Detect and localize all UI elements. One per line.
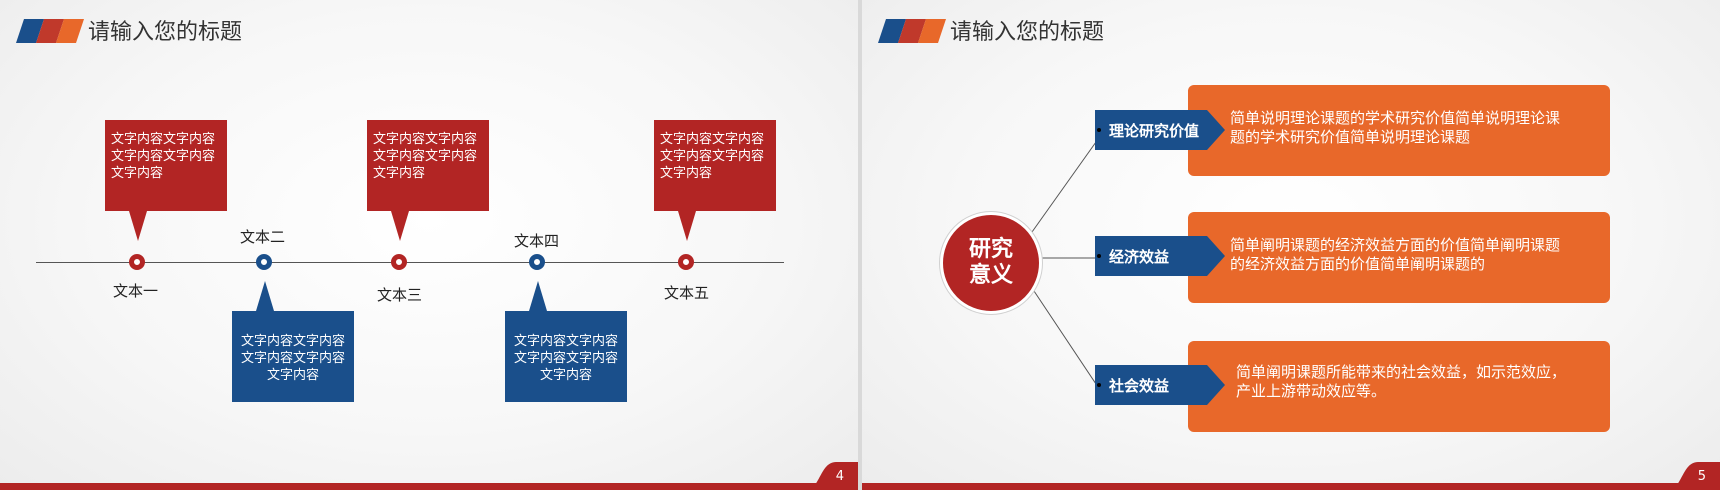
branch-text-1: 简单说明理论课题的学术研究价值简单说明理论课题的学术研究价值简单说明理论课题 — [1230, 109, 1561, 146]
timeline-pointer-1 — [129, 211, 147, 241]
branch-tag-label-1: 理论研究价值 — [1109, 122, 1200, 140]
timeline-label-2: 文本二 — [240, 228, 286, 246]
slide-title: 请输入您的标题 — [88, 20, 243, 45]
timeline-pointer-4 — [529, 281, 547, 311]
center-topic-circle: 研究 意义 — [940, 212, 1042, 314]
timeline-node-2 — [256, 254, 272, 270]
logo-stripes-icon — [878, 19, 946, 43]
branch-tag-label-2: 经济效益 — [1109, 248, 1170, 266]
timeline-box-1: 文字内容文字内容文字内容文字内容文字内容 — [105, 120, 227, 211]
timeline-box-3: 文字内容文字内容文字内容文字内容文字内容 — [367, 120, 489, 211]
timeline-label-3: 文本三 — [377, 286, 423, 304]
page-number: 4 — [835, 469, 844, 484]
branch-text-2: 简单阐明课题的经济效益方面的价值简单阐明课题的经济效益方面的价值简单阐明课题的 — [1230, 236, 1561, 273]
timeline-pointer-5 — [678, 211, 696, 241]
bottom-bar — [0, 483, 858, 490]
tag-dot — [1097, 254, 1101, 258]
branch-tag-label-3: 社会效益 — [1109, 377, 1170, 395]
timeline-pointer-2 — [256, 281, 274, 311]
timeline-label-5: 文本五 — [664, 284, 710, 302]
timeline-axis — [36, 262, 784, 263]
timeline-node-4 — [529, 254, 545, 270]
branch-tag-3: 社会效益 — [1095, 365, 1225, 405]
timeline-box-4: 文字内容文字内容文字内容文字内容文字内容 — [505, 311, 627, 402]
branch-text-3: 简单阐明课题所能带来的社会效益，如示范效应，产业上游带动效应等。 — [1236, 363, 1567, 400]
timeline-node-3 — [391, 254, 407, 270]
bottom-bar — [862, 483, 1720, 490]
timeline-label-1: 文本一 — [113, 282, 159, 300]
connector-lines — [1029, 141, 1097, 385]
page-number: 5 — [1697, 469, 1706, 484]
tag-dot — [1097, 383, 1101, 387]
page-number-tab — [806, 462, 858, 490]
slide-4: 请输入您的标题 文字内容文字内容文字内容文字内容文字内容 文本一 文本二 文字内… — [0, 0, 858, 490]
tag-dot — [1097, 128, 1101, 132]
logo-stripes-icon — [16, 19, 84, 43]
timeline-node-5 — [678, 254, 694, 270]
branch-text-box-1: 简单说明理论课题的学术研究价值简单说明理论课题的学术研究价值简单说明理论课题 — [1188, 85, 1610, 176]
slide-5: 请输入您的标题 研究 意义 简单说明理论课题的学术研究价值简单说明理论课题的学术… — [862, 0, 1720, 490]
timeline-box-2: 文字内容文字内容文字内容文字内容文字内容 — [232, 311, 354, 402]
branch-text-box-2: 简单阐明课题的经济效益方面的价值简单阐明课题的经济效益方面的价值简单阐明课题的 — [1188, 212, 1610, 303]
center-topic-label: 研究 意义 — [968, 237, 1013, 288]
slide-title: 请输入您的标题 — [950, 20, 1105, 45]
page-number-tab — [1668, 462, 1720, 490]
timeline-label-4: 文本四 — [514, 232, 560, 250]
timeline-box-5: 文字内容文字内容文字内容文字内容文字内容 — [654, 120, 776, 211]
branch-tag-2: 经济效益 — [1095, 236, 1225, 276]
branch-text-box-3: 简单阐明课题所能带来的社会效益，如示范效应，产业上游带动效应等。 — [1188, 341, 1610, 432]
timeline-node-1 — [129, 254, 145, 270]
timeline-pointer-3 — [391, 211, 409, 241]
branch-tag-1: 理论研究价值 — [1095, 110, 1225, 150]
